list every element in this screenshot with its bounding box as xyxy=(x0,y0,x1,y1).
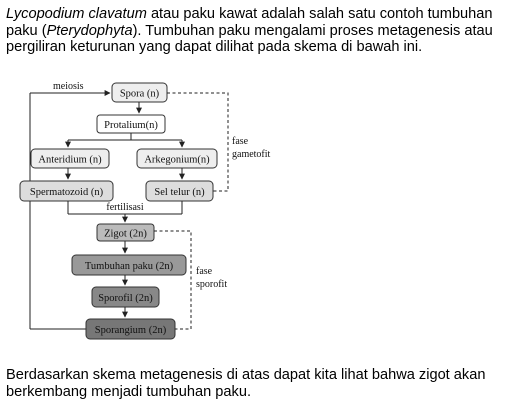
division-name: Pterydophyta xyxy=(46,22,133,39)
gametofit-bracket xyxy=(167,92,229,192)
node-sel-telur: Sel telur (n) xyxy=(145,180,214,202)
node-protalium: Protalium(n) xyxy=(96,114,166,134)
svg-text:Spermatozoid (n): Spermatozoid (n) xyxy=(30,187,104,198)
sporofit-bracket xyxy=(154,230,192,330)
node-sporofil: Sporofil (2n) xyxy=(91,286,160,308)
node-spermatozoid: Spermatozoid (n) xyxy=(19,180,114,202)
species-name: Lycopodium clavatum xyxy=(6,6,147,22)
conclusion-paragraph: Berdasarkan skema metagenesis di atas da… xyxy=(6,367,486,400)
svg-text:Arkegonium(n): Arkegonium(n) xyxy=(144,155,210,166)
node-anteridium: Anteridium (n) xyxy=(30,148,110,169)
node-tumbuhan-paku: Tumbuhan paku (2n) xyxy=(71,254,187,276)
node-zigot: Zigot (2n) xyxy=(96,223,155,242)
svg-text:Anteridium (n): Anteridium (n) xyxy=(38,155,102,166)
svg-text:Spora (n): Spora (n) xyxy=(120,89,160,100)
svg-text:Protalium(n): Protalium(n) xyxy=(104,120,158,131)
fase-sporofit-label-1: fase xyxy=(196,266,213,277)
intro-paragraph: Lycopodium clavatum atau paku kawat adal… xyxy=(6,6,526,56)
meiosis-label: meiosis xyxy=(53,81,84,92)
svg-text:Zigot (2n): Zigot (2n) xyxy=(104,229,147,240)
fase-sporofit-label-2: sporofit xyxy=(196,279,227,290)
fase-gametofit-label-1: fase xyxy=(232,136,249,147)
svg-text:Sel telur (n): Sel telur (n) xyxy=(154,187,205,198)
intro-text-part1: atau paku kawat adalah salah satu contoh… xyxy=(6,6,493,39)
fase-gametofit-label-2: gametofit xyxy=(232,149,271,160)
svg-text:Sporofil (2n): Sporofil (2n) xyxy=(98,293,153,304)
svg-text:Tumbuhan paku (2n): Tumbuhan paku (2n) xyxy=(85,261,174,272)
node-spora: Spora (n) xyxy=(111,82,168,103)
node-arkegonium: Arkegonium(n) xyxy=(136,148,218,169)
svg-text:Sporangium (2n): Sporangium (2n) xyxy=(95,325,167,336)
intro-text-part2: ). Tumbuhan paku mengalami proses metage… xyxy=(6,22,493,56)
fertilisasi-label: fertilisasi xyxy=(106,202,143,213)
node-sporangium: Sporangium (2n) xyxy=(85,318,176,340)
